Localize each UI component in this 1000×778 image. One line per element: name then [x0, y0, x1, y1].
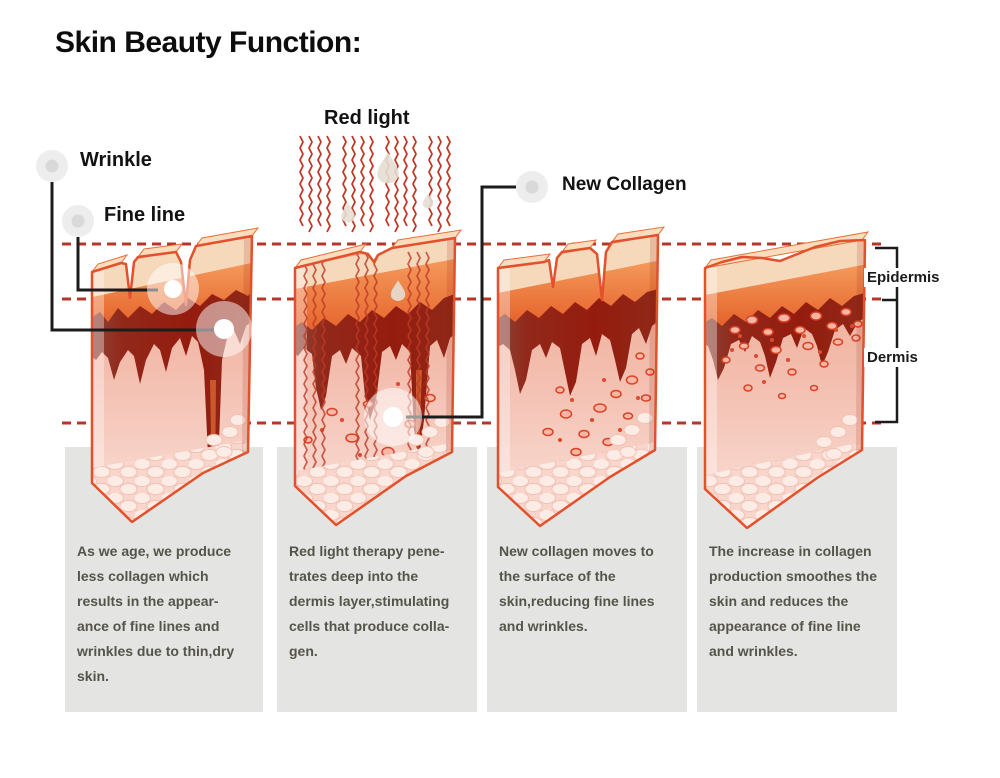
label-bullets	[36, 150, 548, 237]
new-collagen-connector	[406, 185, 516, 419]
label-red-light: Red light	[324, 107, 410, 129]
panel-text: Red light therapy pene- trates deep into…	[289, 543, 450, 659]
label-epidermis: Epidermis	[864, 268, 943, 287]
label-wrinkle: Wrinkle	[80, 149, 152, 171]
wrinkle-connector	[50, 182, 214, 332]
panel-text: As we age, we produce less collagen whic…	[77, 543, 235, 684]
fine-line-connector	[76, 237, 158, 292]
red-light-rays	[299, 135, 451, 233]
skin-block-red-light	[293, 229, 463, 527]
new-collagen-cells	[542, 352, 655, 457]
label-fine-line: Fine line	[104, 204, 186, 226]
layer-bracket	[875, 246, 899, 424]
skin-block-collagen-rising	[496, 226, 666, 528]
label-dermis: Dermis	[864, 348, 921, 367]
panel-text: New collagen moves to the surface of the…	[499, 543, 655, 634]
callout-circles	[147, 263, 422, 446]
page-title: Skin Beauty Function:	[55, 26, 362, 59]
new-collagen-cells	[721, 307, 863, 400]
panel-text: The increase in collagen production smoo…	[709, 543, 877, 659]
connector-lines	[50, 182, 516, 419]
label-new-collagen: New Collagen	[562, 174, 687, 195]
skin-block-smooth	[703, 231, 870, 530]
